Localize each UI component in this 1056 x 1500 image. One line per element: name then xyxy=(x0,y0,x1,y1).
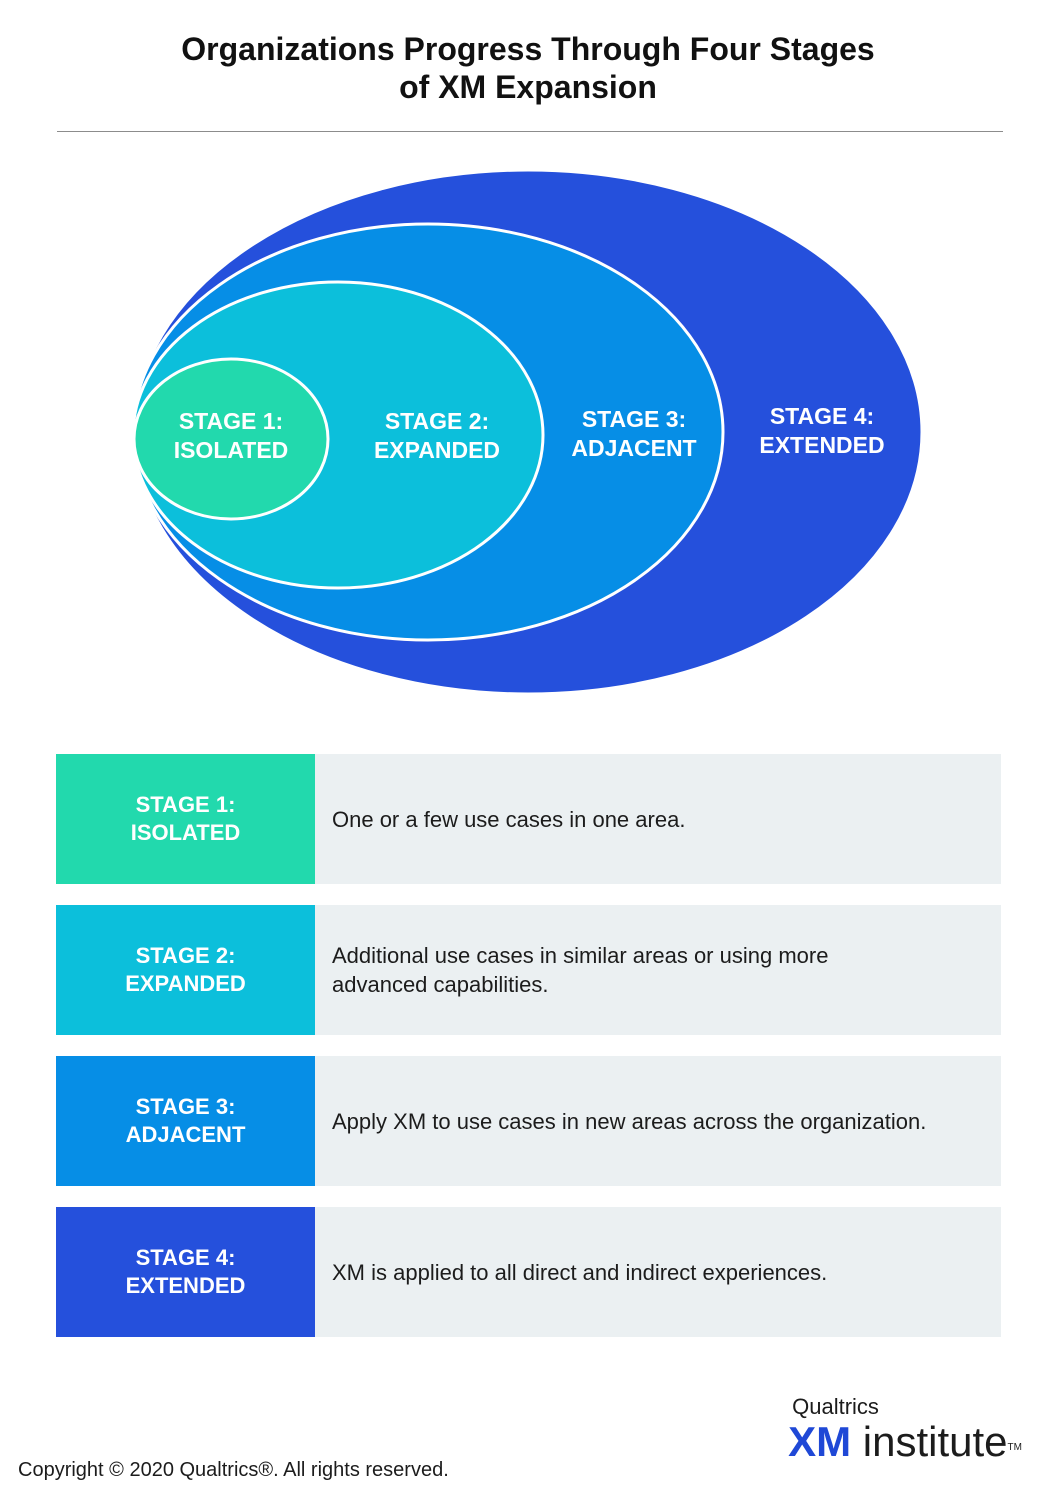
stage-2-label-line-1: STAGE 2: xyxy=(385,408,489,434)
stage-3-title: STAGE 3: xyxy=(135,1094,236,1119)
stage-2-description-line: Additional use cases in similar areas or… xyxy=(332,943,829,968)
stage-2-subtitle: EXPANDED xyxy=(125,971,246,996)
stage-ellipse-diagram: STAGE 1: ISOLATED STAGE 2: EXPANDED STAG… xyxy=(131,168,924,696)
stage-3-label-line-1: STAGE 3: xyxy=(582,406,686,432)
title-line-2: of XM Expansion xyxy=(399,69,657,105)
stage-1-description: One or a few use cases in one area. xyxy=(315,754,1001,884)
stage-4-label-line-2: EXTENDED xyxy=(759,432,884,458)
title-line-1: Organizations Progress Through Four Stag… xyxy=(181,31,875,67)
stage-2-title: STAGE 2: xyxy=(135,943,236,968)
stage-4-cell: STAGE 4: EXTENDED xyxy=(56,1207,315,1337)
stage-2-cell: STAGE 2: EXPANDED xyxy=(56,905,315,1035)
logo-institute: institute xyxy=(862,1418,1008,1465)
stage-2-label-line-2: EXPANDED xyxy=(374,437,500,463)
stage-4-title: STAGE 4: xyxy=(135,1245,236,1270)
stage-3-description: Apply XM to use cases in new areas acros… xyxy=(315,1056,1001,1186)
stage-1-label-line-2: ISOLATED xyxy=(174,437,289,463)
stage-1-subtitle: ISOLATED xyxy=(130,820,241,845)
copyright-notice: Copyright © 2020 Qualtrics®. All rights … xyxy=(18,1459,449,1481)
stage-row-2: STAGE 2: EXPANDED Additional use cases i… xyxy=(56,905,1001,1035)
stage-row-1: STAGE 1: ISOLATED One or a few use cases… xyxy=(56,754,1001,884)
logo-trademark: TM xyxy=(1007,1442,1022,1453)
stage-4-subtitle: EXTENDED xyxy=(125,1273,246,1298)
stage-1-description-line: One or a few use cases in one area. xyxy=(332,806,686,832)
stage-description-table: STAGE 1: ISOLATED One or a few use cases… xyxy=(56,754,1001,1358)
stage-4-description: XM is applied to all direct and indirect… xyxy=(315,1207,1001,1337)
stage-3-subtitle: ADJACENT xyxy=(125,1122,246,1147)
stage-3-label-line-2: ADJACENT xyxy=(571,435,696,461)
xm-institute-logo: Qualtrics XM instituteTM xyxy=(788,1395,1022,1465)
logo-wordmark: XM instituteTM xyxy=(788,1419,1022,1465)
stage-1-cell: STAGE 1: ISOLATED xyxy=(56,754,315,884)
stage-row-4: STAGE 4: EXTENDED XM is applied to all d… xyxy=(56,1207,1001,1337)
title-divider xyxy=(57,131,1003,132)
stage-2-description: Additional use cases in similar areas or… xyxy=(315,905,1001,1035)
stage-3-description-line: Apply XM to use cases in new areas acros… xyxy=(332,1108,927,1134)
stage-1-ellipse xyxy=(132,357,330,521)
logo-brand: Qualtrics xyxy=(792,1394,879,1419)
page-title: Organizations Progress Through Four Stag… xyxy=(0,30,1056,106)
stage-3-cell: STAGE 3: ADJACENT xyxy=(56,1056,315,1186)
stage-1-label-line-1: STAGE 1: xyxy=(179,408,283,434)
stage-1-title: STAGE 1: xyxy=(135,792,236,817)
stage-4-description-line: XM is applied to all direct and indirect… xyxy=(332,1259,828,1285)
stage-2-description-line: advanced capabilities. xyxy=(332,972,549,997)
stage-4-label-line-1: STAGE 4: xyxy=(770,403,874,429)
stage-row-3: STAGE 3: ADJACENT Apply XM to use cases … xyxy=(56,1056,1001,1186)
logo-xm: XM xyxy=(788,1418,852,1465)
